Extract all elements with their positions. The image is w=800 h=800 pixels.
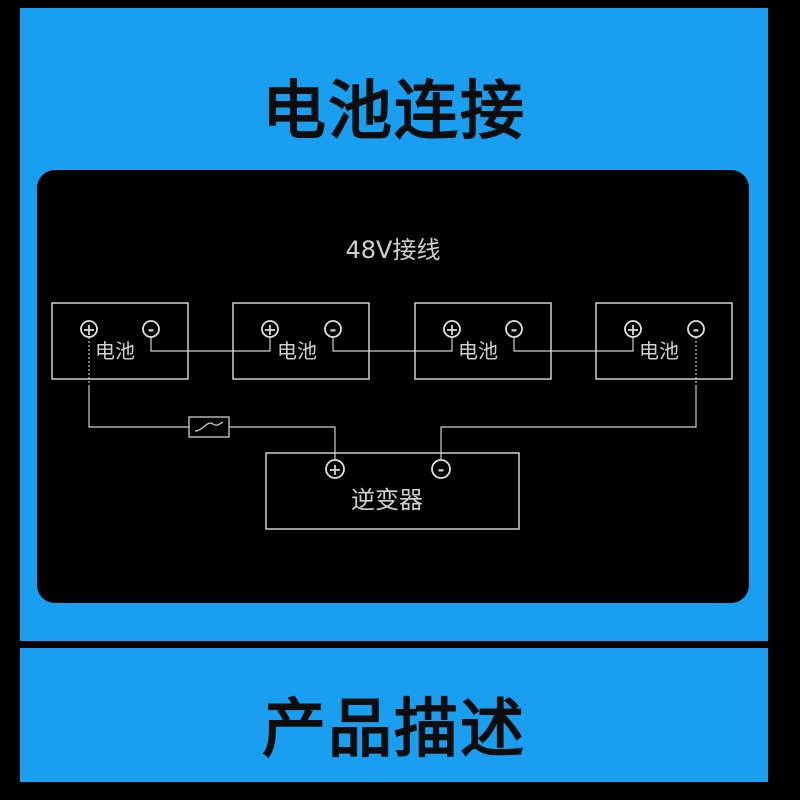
inverter-label: 逆变器 (351, 486, 423, 514)
battery-2-label: 电池 (277, 339, 317, 363)
battery-2-minus-sign: - (330, 320, 337, 339)
inverter-positive-terminal-icon (325, 459, 345, 479)
wiring-diagram-panel: 48V接线 + - 电池 + - 电池 (37, 170, 749, 603)
inverter-plus-sign: + (328, 460, 341, 479)
battery-1-box (51, 302, 189, 380)
positive-wire-right (229, 426, 336, 465)
negative-main-wire (440, 385, 697, 465)
battery-3-box (414, 302, 552, 380)
product-description-title: 产品描述 (262, 693, 526, 767)
terminal-drop-lines (88, 337, 697, 385)
battery-4-plus-sign: + (626, 320, 639, 339)
battery-2-plus-sign: + (263, 320, 276, 339)
inverter-box (265, 452, 520, 530)
battery-3-minus-sign: - (511, 320, 518, 339)
battery-2: + - 电池 (232, 302, 370, 380)
battery-1-minus-sign: - (148, 320, 155, 339)
wire-battery-3-to-4 (513, 337, 634, 352)
wire-battery-2-to-3 (332, 337, 453, 352)
inverter-minus-sign: - (438, 460, 445, 479)
battery-1-label: 电池 (95, 339, 135, 363)
positive-wire-left (88, 385, 189, 428)
inverter-negative-terminal-icon (431, 459, 451, 479)
wiring-diagram: 48V接线 + - 电池 + - 电池 (51, 236, 733, 530)
fuse-icon (188, 416, 230, 438)
product-description-section: 产品描述 (20, 648, 768, 782)
battery-4-box (595, 302, 733, 380)
battery-3: + - 电池 (414, 302, 552, 380)
battery-3-plus-sign: + (445, 320, 458, 339)
inverter: + - 逆变器 (265, 452, 520, 530)
battery-3-label: 电池 (458, 339, 498, 363)
battery-2-box (232, 302, 370, 380)
battery-4-label: 电池 (639, 339, 679, 363)
battery-1: + - 电池 (51, 302, 189, 380)
wire-battery-1-to-2 (150, 337, 271, 352)
battery-1-plus-sign: + (82, 320, 95, 339)
series-wires (150, 337, 634, 352)
diagram-subtitle: 48V接线 (346, 236, 441, 264)
battery-connection-title: 电池连接 (262, 75, 526, 149)
battery-4-minus-sign: - (693, 320, 700, 339)
battery-4: + - 电池 (595, 302, 733, 380)
battery-connection-section: 电池连接 48V接线 + - 电池 + - 电池 (20, 8, 768, 641)
